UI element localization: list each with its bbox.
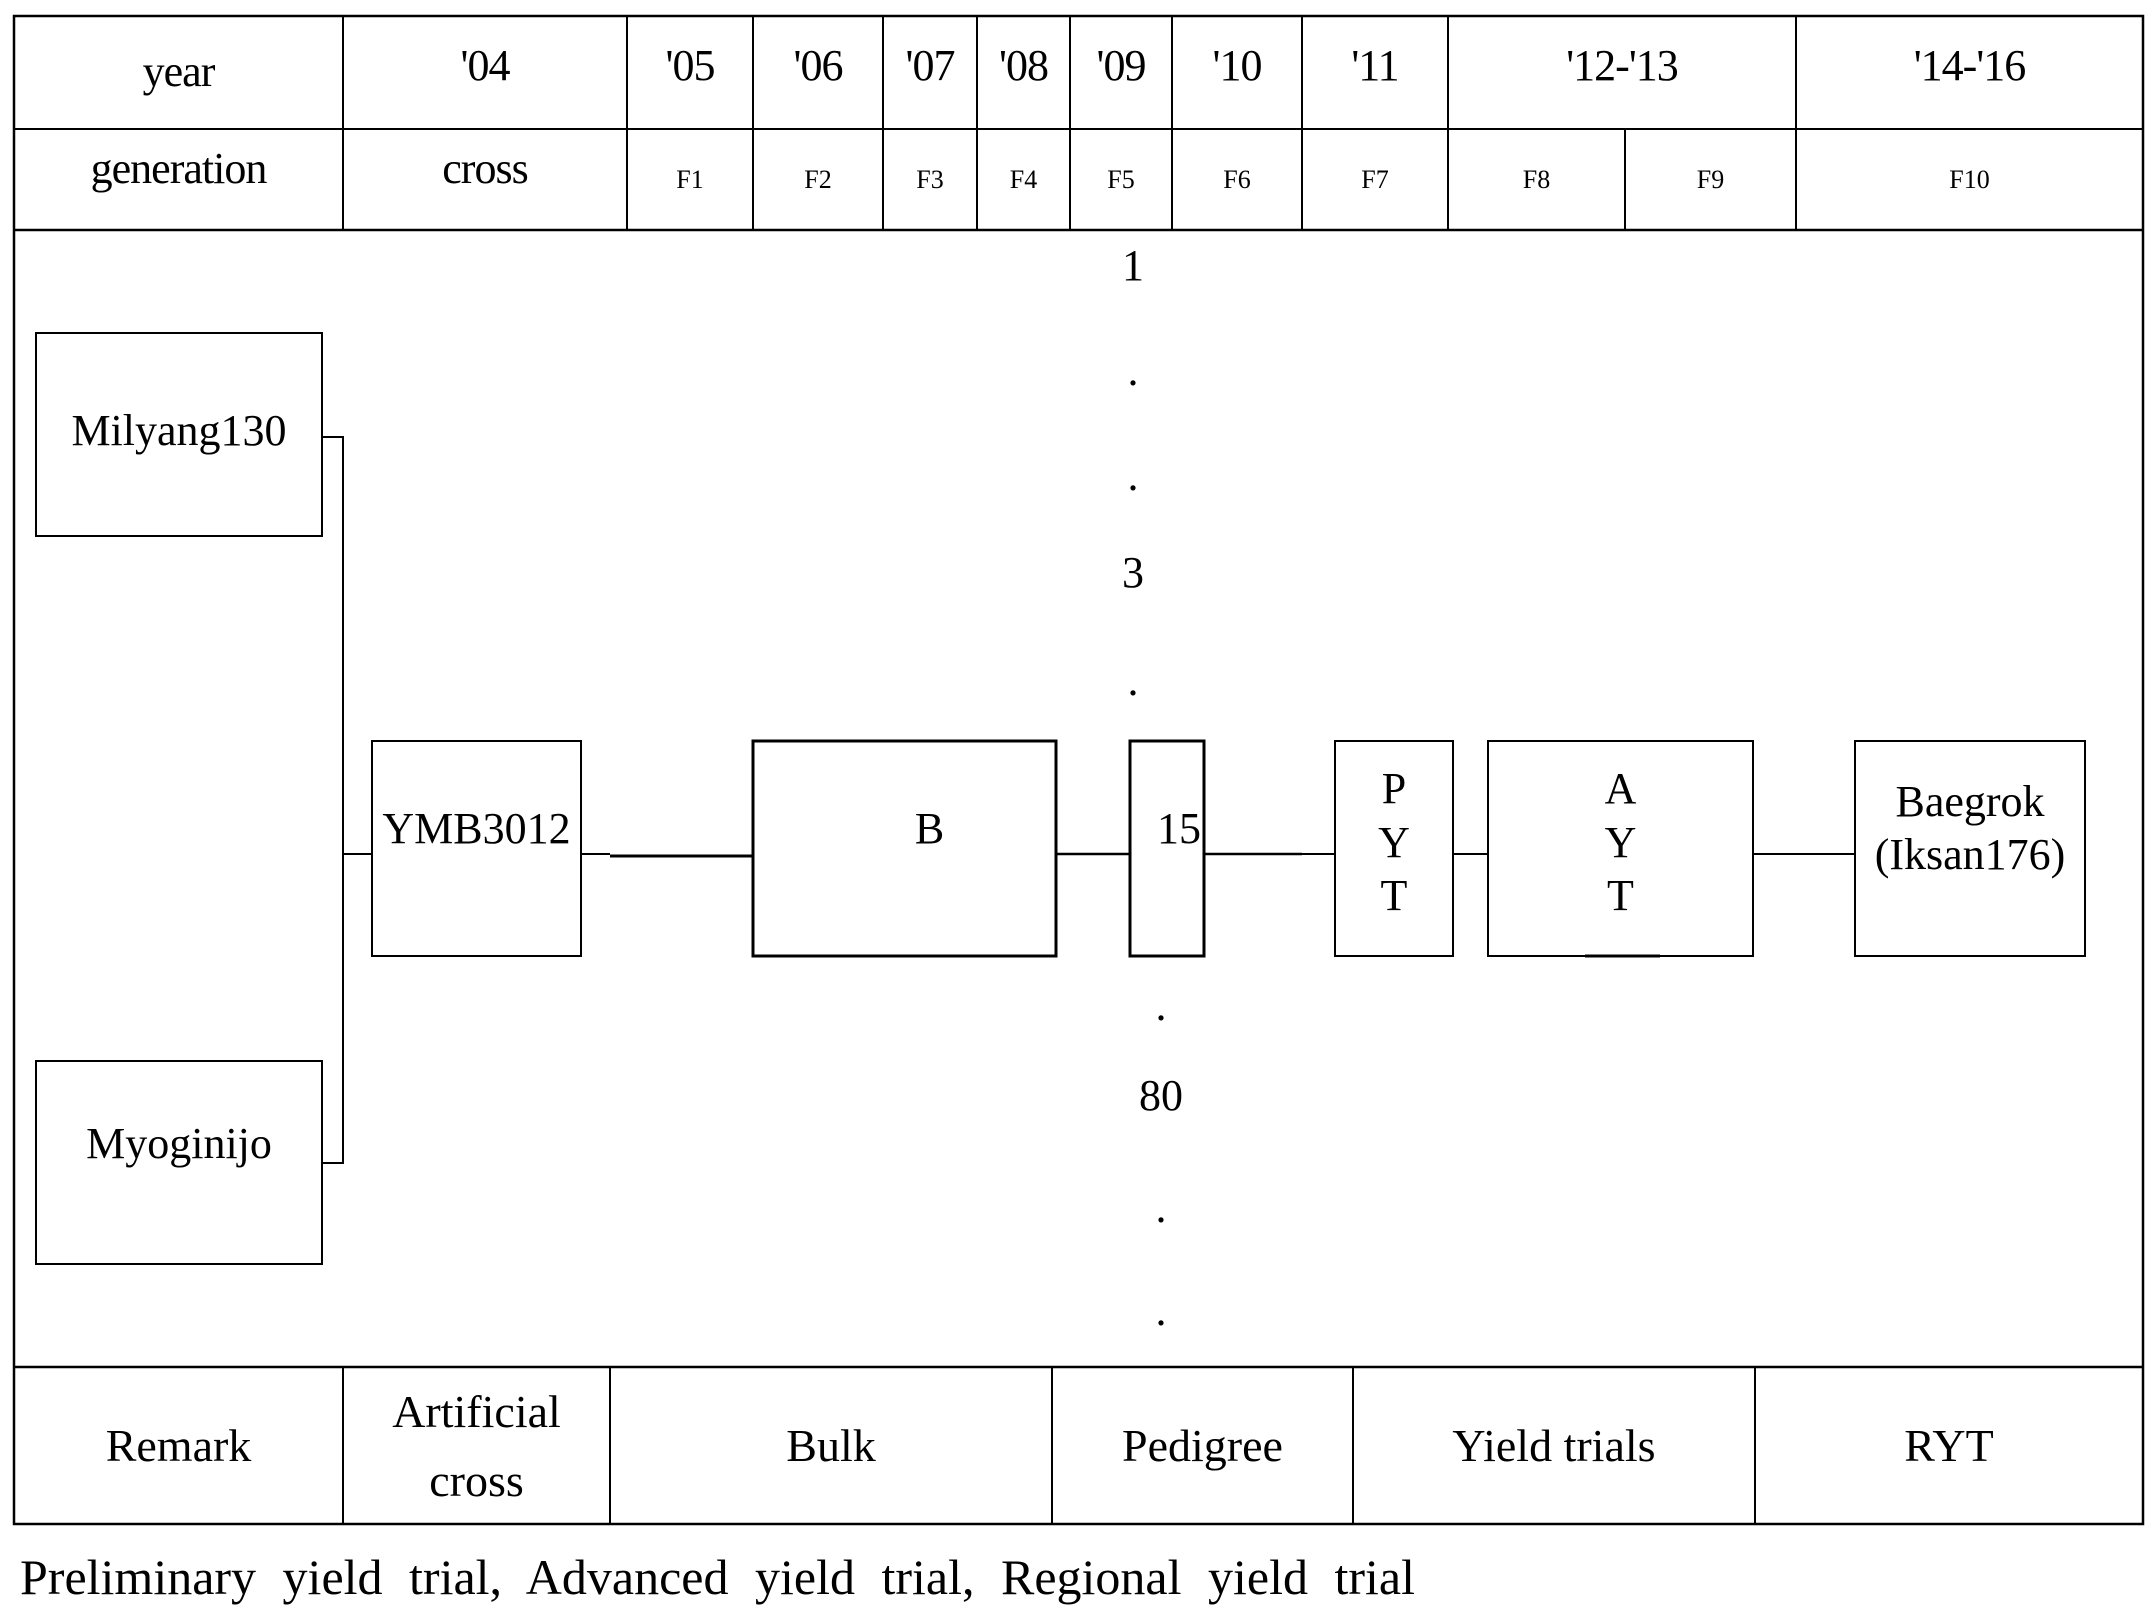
selection-dot: . xyxy=(1155,981,1167,1030)
generation-cell: F4 xyxy=(1009,164,1038,194)
variety-box xyxy=(1854,740,2086,957)
generation-cell: cross xyxy=(442,143,528,193)
remark-label: Remark xyxy=(105,1419,252,1471)
selection-dot: . xyxy=(1155,1183,1167,1232)
selection-dot: . xyxy=(1155,1286,1167,1335)
bulk-label: B xyxy=(914,804,945,853)
year-label: year xyxy=(142,47,216,97)
generation-cell: F2 xyxy=(804,164,832,194)
bulk-box xyxy=(751,739,1058,958)
pyt-box xyxy=(1334,740,1454,957)
ayt-letter: T xyxy=(1607,871,1634,921)
year-cell: '08 xyxy=(999,40,1049,90)
year-cell: '11 xyxy=(1351,40,1399,90)
pyt-letter: P xyxy=(1381,763,1407,813)
variety-code: (Iksan176) xyxy=(1874,829,2066,879)
cross-box xyxy=(371,740,582,957)
year-cell: '09 xyxy=(1096,40,1147,90)
generation-cell: F8 xyxy=(1522,164,1551,194)
selection-number-mid: 3 xyxy=(1122,548,1144,597)
generation-cell: F5 xyxy=(1107,164,1135,194)
pyt-label: P Y T xyxy=(1335,755,1453,930)
ayt-label: A Y T xyxy=(1488,755,1753,930)
year-cell: '14-'16 xyxy=(1913,40,2027,90)
selection-number-top: 1 xyxy=(1122,241,1144,290)
parent-female-label: Milyang130 xyxy=(71,406,287,455)
year-cell: '06 xyxy=(793,40,844,90)
variety-name: Baegrok xyxy=(1895,776,2045,826)
pedigree-box xyxy=(1128,739,1206,958)
selection-dot: . xyxy=(1127,346,1139,395)
footnote: Preliminary yield trial, Advanced yield … xyxy=(20,1549,1415,1605)
parent-male-label: Myoginijo xyxy=(86,1119,272,1168)
generation-cell: F6 xyxy=(1223,164,1251,194)
outer-frame xyxy=(12,14,2145,1526)
remark-ryt: RYT xyxy=(1904,1419,1994,1471)
remark-bulk: Bulk xyxy=(786,1419,876,1471)
pyt-letter: T xyxy=(1380,871,1408,921)
generation-cell: F7 xyxy=(1361,164,1389,194)
remark-yield-trials: Yield trials xyxy=(1452,1419,1656,1471)
year-cell: '07 xyxy=(905,40,956,90)
generation-cell: F10 xyxy=(1949,164,1990,194)
variety-label: Baegrok (Iksan176) xyxy=(1855,741,2085,916)
selection-dot: . xyxy=(1127,656,1139,705)
pedigree-line-label: 15 xyxy=(1157,804,1201,853)
remark-artificial-cross: Artificial cross xyxy=(392,1385,561,1506)
pyt-letter: Y xyxy=(1378,817,1410,867)
ayt-letter: Y xyxy=(1604,817,1637,867)
year-cell: '05 xyxy=(665,40,716,90)
parent-box-milyang130 xyxy=(35,332,323,537)
selection-number-bottom: 80 xyxy=(1139,1071,1183,1120)
cross-line-label: YMB3012 xyxy=(382,804,571,853)
generation-cell: F3 xyxy=(916,164,944,194)
year-cell: '12-'13 xyxy=(1566,40,1679,90)
selection-dot: . xyxy=(1127,451,1139,500)
year-cell: '10 xyxy=(1212,40,1263,90)
ayt-letter: A xyxy=(1604,763,1637,813)
generation-cell: F9 xyxy=(1696,164,1725,194)
generation-label: generation xyxy=(90,143,268,193)
remark-pedigree: Pedigree xyxy=(1122,1419,1283,1471)
generation-cell: F1 xyxy=(676,164,704,194)
cross-bracket xyxy=(322,436,344,1164)
year-cell: '04 xyxy=(460,40,511,90)
